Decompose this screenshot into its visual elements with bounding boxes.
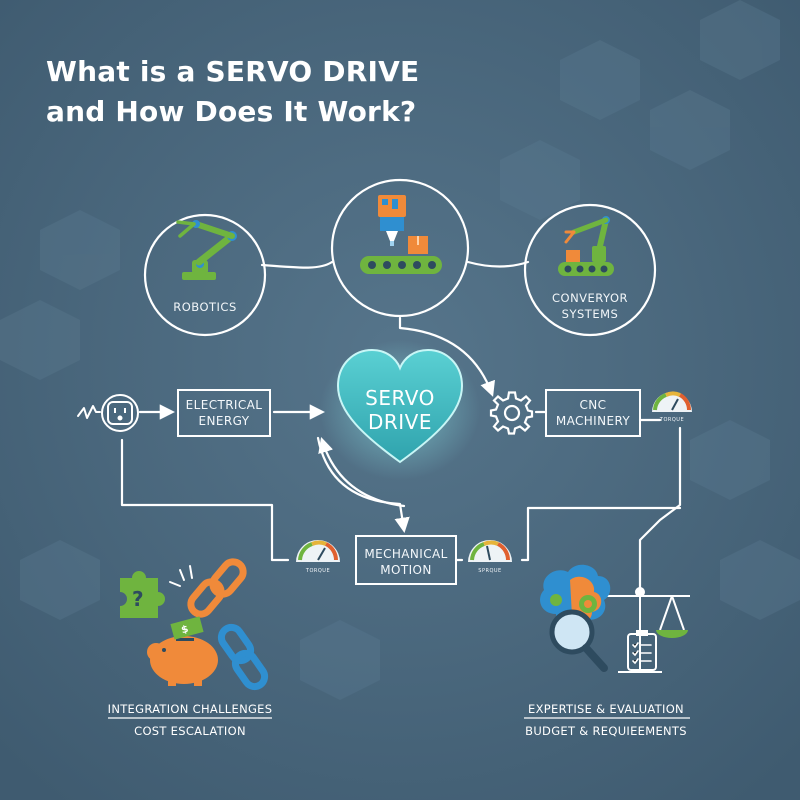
mechanical-box [355,535,457,585]
left-gauge-label: TORQUE [305,568,331,574]
connector-mechanical-servo [318,437,406,508]
conveyor-circle [523,203,657,337]
mechanical-label-line-1: MECHANICAL [364,547,448,561]
svg-text:$: $ [180,624,190,636]
cnc-gauge-label: TORQUE [659,417,685,423]
checklist-icon [627,630,657,671]
robotics-circle [143,213,267,337]
integration-challenges-label: INTEGRATION CHALLENGES [107,702,273,716]
cnc-label-line-2: MACHINERY [555,414,631,428]
conveyor-label-line-2: SYSTEMS [561,307,619,321]
robot-arm-icon [176,220,237,280]
chain-link-icon [187,558,247,618]
connector-cnc-down [638,426,682,590]
expertise-evaluation-label: EXPERTISE & EVALUATION [528,702,684,716]
cost-escalation-label: COST ESCALATION [134,724,246,738]
cnc-box [545,389,641,437]
plug-icon [77,394,139,432]
hub-circle [330,178,470,318]
cnc-label-line-1: CNC [579,398,607,412]
gear-icon [489,391,534,435]
gauge-icon [652,391,692,412]
cnc-machinery-label: CNC MACHINERY [546,397,640,429]
robotics-label: ROBOTICS [173,300,237,314]
electrical-box [177,389,271,437]
connector-hub-conveyor [466,260,530,268]
connector-gauge-right [520,506,682,562]
conveyor-label: CONVERYOR SYSTEMS [540,290,640,322]
mechanical-label-line-2: MOTION [380,563,432,577]
svg-text:?: ? [132,587,144,611]
servo-label-line-2: DRIVE [367,410,432,434]
title-line-1: What is a SERVO DRIVE [46,55,420,88]
electrical-label-line-1: ELECTRICAL [185,398,263,412]
chain-link-icon [217,623,269,691]
spark-icon [169,565,193,587]
connector-robotics-hub [260,260,334,269]
magnifier-icon [549,609,608,672]
conveyor-label-line-1: CONVERYOR [551,291,628,305]
servo-drive-label: SERVO DRIVE [340,386,460,434]
electrical-label-line-2: ENERGY [198,414,250,428]
title-line-2: and How Does It Work? [46,95,417,128]
heart-shape [336,348,464,464]
connector-plug-mechanical [120,438,290,562]
servo-label-line-1: SERVO [365,386,435,410]
piggy-bank-icon: $ [147,616,218,686]
gauge-icon [468,540,512,562]
page-title: What is a SERVO DRIVE and How Does It Wo… [46,52,506,132]
mechanical-motion-label: MECHANICAL MOTION [356,546,456,578]
gauge-icon [296,540,340,562]
budget-requirements-label: BUDGET & REQUIEEMENTS [525,724,687,738]
right-gauge-label: SPRQUE [478,568,502,574]
electrical-energy-label: ELECTRICAL ENERGY [178,397,270,429]
conveyor-icon [558,216,614,276]
connector-hub-cnc [398,316,495,397]
cnc-icon [360,195,442,274]
puzzle-icon: ? [120,571,165,618]
